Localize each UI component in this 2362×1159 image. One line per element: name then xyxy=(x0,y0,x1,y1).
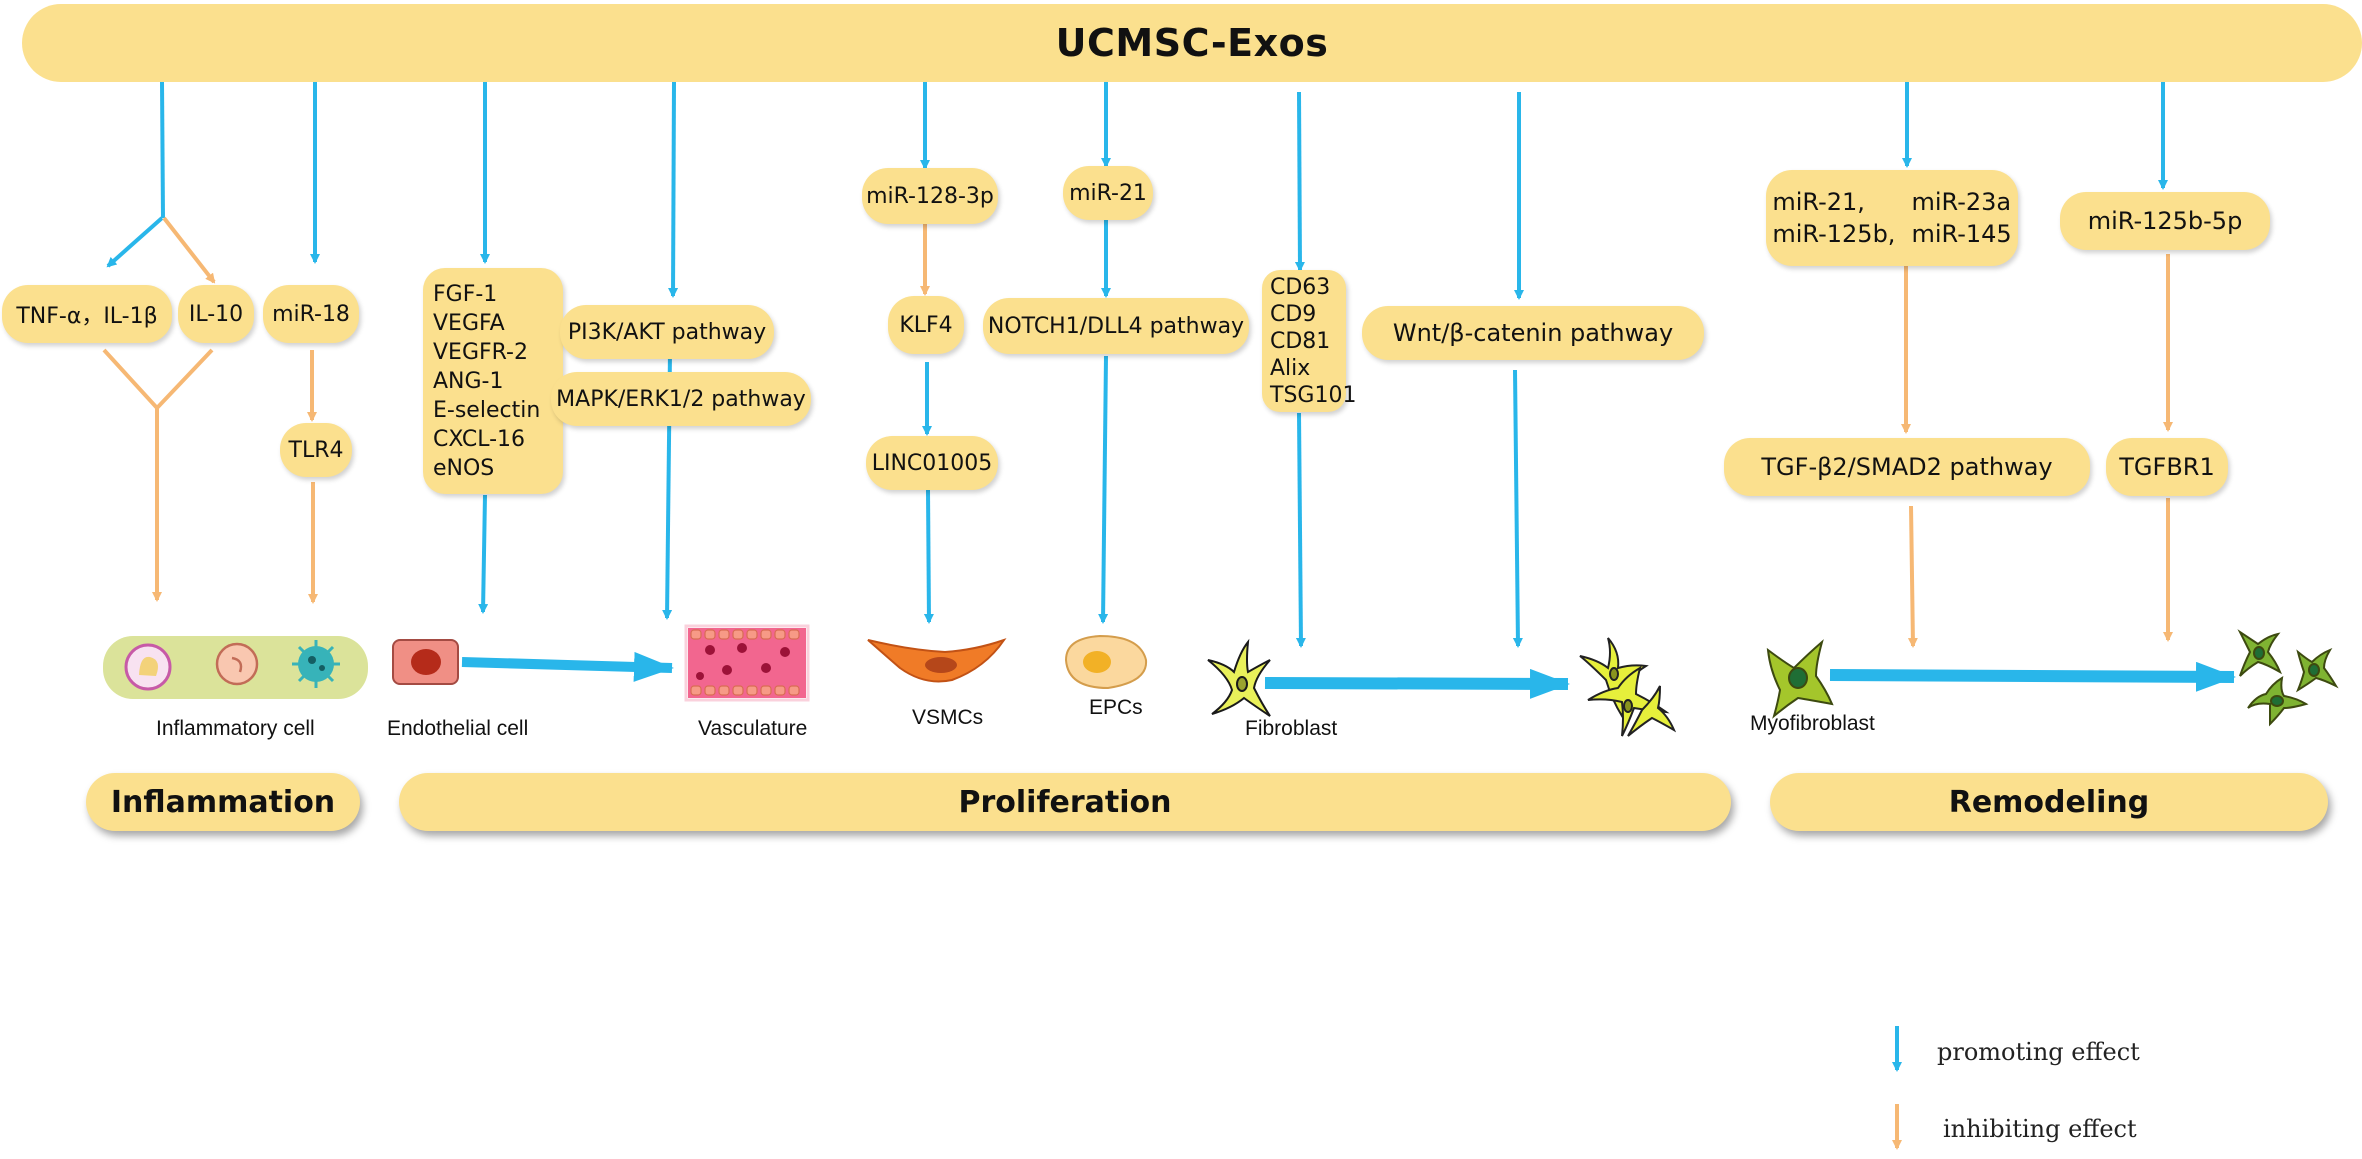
vsmc-graphic xyxy=(867,638,1007,683)
banner-title: UCMSC-Exos xyxy=(1055,21,1329,65)
mir-item: miR-125b, xyxy=(1772,220,1896,248)
label-myofibroblast: Myofibroblast xyxy=(1750,712,1875,735)
marker-item: TSG101 xyxy=(1270,382,1357,408)
myofibroblast-graphic xyxy=(1766,639,1834,719)
endothelial-cell-graphic xyxy=(392,639,459,685)
node-mir125b-5p: miR-125b-5p xyxy=(2060,192,2270,250)
promoting-arrows xyxy=(106,81,2168,648)
epc-graphic xyxy=(1064,634,1148,690)
label-vasculature: Vasculature xyxy=(698,717,808,740)
phase-proliferation: Proliferation xyxy=(399,773,1731,831)
transition-arrows xyxy=(461,651,2236,699)
node-mapk-erk: MAPK/ERK1/2 pathway xyxy=(551,372,811,426)
mir-item: miR-145 xyxy=(1911,220,2012,248)
gf-item: VEGFR-2 xyxy=(433,339,528,365)
node-tgfb2-smad2: TGF-β2/SMAD2 pathway xyxy=(1724,438,2090,496)
node-tgfbr1: TGFBR1 xyxy=(2106,438,2228,496)
ucmsc-exos-banner: UCMSC-Exos xyxy=(22,4,2362,82)
label-epcs: EPCs xyxy=(1089,696,1143,719)
node-notch1-dll4: NOTCH1/DLL4 pathway xyxy=(983,298,1249,354)
node-growth-factors: FGF-1 VEGFA VEGFR-2 ANG-1 E-selectin CXC… xyxy=(423,268,563,494)
node-mir18: miR-18 xyxy=(263,285,359,343)
gf-item: CXCL-16 xyxy=(433,426,525,452)
inhibiting-arrows xyxy=(102,216,2173,648)
gf-item: eNOS xyxy=(433,455,495,481)
gf-item: VEGFA xyxy=(433,310,505,336)
inflammatory-cells-graphic xyxy=(103,636,368,699)
label-inflammatory-cell: Inflammatory cell xyxy=(156,717,315,740)
phase-remodeling: Remodeling xyxy=(1770,773,2328,831)
node-tlr4: TLR4 xyxy=(280,423,352,477)
node-mir-group: miR-21, miR-23a miR-125b, miR-145 xyxy=(1766,170,2018,266)
label-endothelial-cell: Endothelial cell xyxy=(387,717,529,740)
phase-inflammation: Inflammation xyxy=(86,773,360,831)
label-fibroblast: Fibroblast xyxy=(1245,717,1338,740)
mir-item: miR-23a xyxy=(1911,188,2012,216)
gf-item: E-selectin xyxy=(433,397,541,423)
fibroblast-graphic xyxy=(1207,638,1271,717)
node-exosome-markers: CD63 CD9 CD81 Alix TSG101 xyxy=(1262,270,1356,412)
label-vsmcs: VSMCs xyxy=(912,706,984,729)
node-tnf-il1b: TNF-α，IL-1β xyxy=(2,285,172,343)
node-mir128-3p: miR-128-3p xyxy=(862,168,998,224)
legend-promoting: promoting effect xyxy=(1937,1038,2140,1066)
vasculature-graphic xyxy=(684,624,810,702)
gf-item: ANG-1 xyxy=(433,368,504,394)
marker-item: CD81 xyxy=(1270,328,1331,354)
node-il10: IL-10 xyxy=(178,285,254,343)
legend-inhibiting: inhibiting effect xyxy=(1943,1115,2137,1143)
marker-item: CD9 xyxy=(1270,301,1317,327)
marker-item: CD63 xyxy=(1270,274,1331,300)
node-klf4: KLF4 xyxy=(888,296,964,354)
marker-item: Alix xyxy=(1270,355,1311,381)
mir-item: miR-21, xyxy=(1772,188,1865,216)
node-wnt-beta-catenin: Wnt/β-catenin pathway xyxy=(1362,306,1704,360)
activated-fibroblasts-graphic xyxy=(1579,637,1677,737)
node-linc01005: LINC01005 xyxy=(866,436,998,490)
remodeled-cells-graphic xyxy=(2237,629,2339,727)
gf-item: FGF-1 xyxy=(433,281,498,307)
node-mir21: miR-21 xyxy=(1063,166,1153,220)
node-pi3k-akt: PI3K/AKT pathway xyxy=(560,305,774,359)
